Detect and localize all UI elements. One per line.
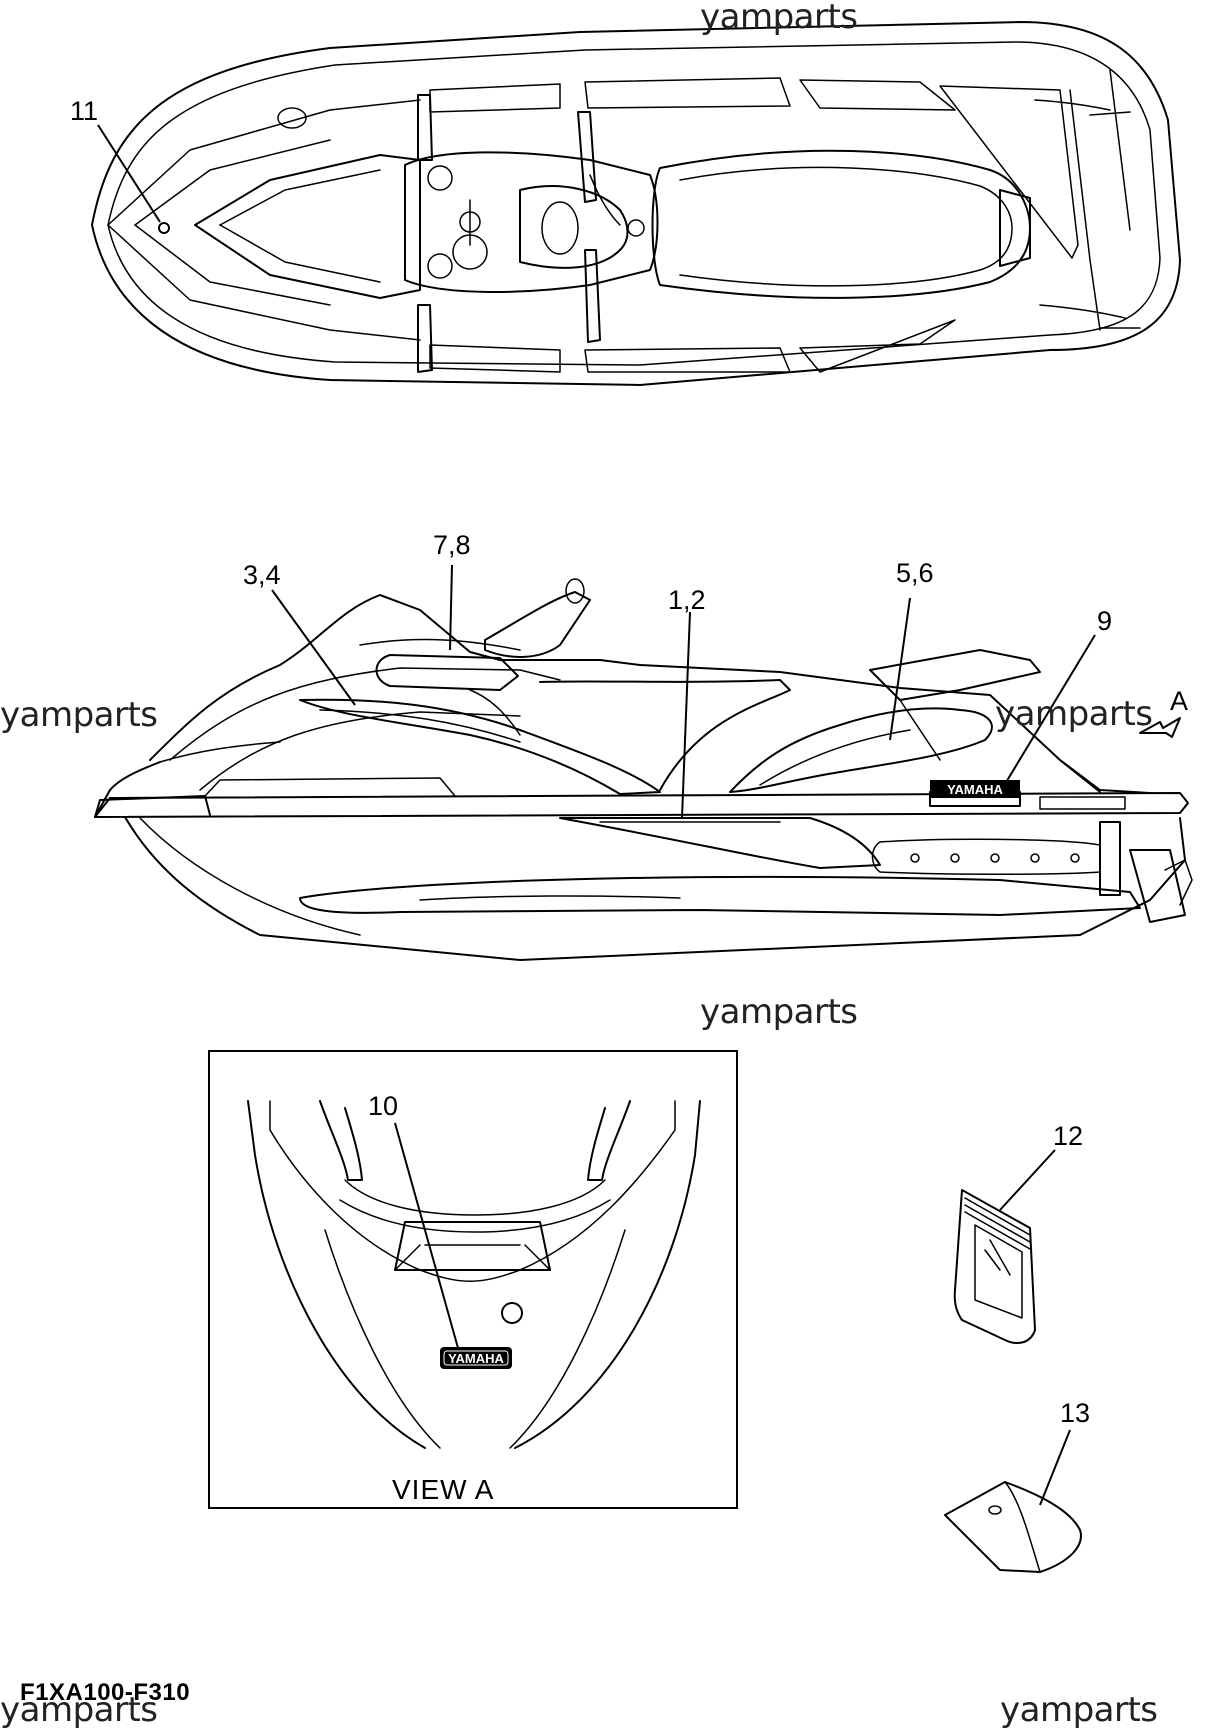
side-yamaha-badge: YAMAHA	[930, 780, 1020, 798]
view-a-frame	[208, 1050, 738, 1509]
callout-1-2: 1,2	[668, 585, 706, 615]
callout-13: 13	[1060, 1398, 1091, 1428]
callout-9: 9	[1097, 606, 1113, 636]
callout-7-8: 7,8	[433, 530, 471, 560]
view-a-art	[247, 1100, 701, 1449]
item-12-pouch	[953, 1189, 1036, 1344]
top-view-hull	[91, 21, 1181, 386]
watermark-middle: yamparts	[700, 992, 858, 1032]
diagram-code: F1XA100-F310	[20, 1679, 191, 1706]
callout-a: A	[1170, 686, 1189, 716]
callout-12: 12	[1053, 1121, 1084, 1151]
callout-3-4: 3,4	[243, 560, 281, 590]
watermark-left: yamparts	[0, 695, 158, 735]
callout-10: 10	[368, 1091, 399, 1121]
view-a-yamaha-badge: YAMAHA	[440, 1347, 512, 1369]
view-a-title: VIEW A	[392, 1474, 495, 1505]
svg-text:YAMAHA: YAMAHA	[448, 1351, 504, 1366]
item-13-tag	[944, 1481, 1082, 1573]
leader-lines	[97, 124, 1096, 1506]
watermark-bottom-right: yamparts	[1000, 1690, 1158, 1730]
watermark-right: yamparts	[995, 694, 1153, 734]
callout-11: 11	[70, 96, 99, 126]
watermark-bottom-left: yamparts	[0, 1690, 158, 1730]
watermark-top: yamparts	[700, 0, 858, 37]
side-view-hull	[94, 578, 1193, 961]
svg-text:YAMAHA: YAMAHA	[947, 782, 1003, 797]
callout-5-6: 5,6	[896, 558, 934, 588]
